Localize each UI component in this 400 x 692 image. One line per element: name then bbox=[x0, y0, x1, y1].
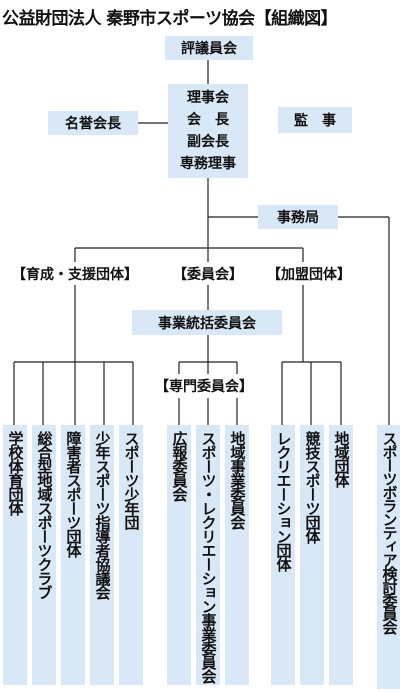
unit-box: スポーツ少年団 bbox=[119, 425, 143, 685]
board-line: 会 長 bbox=[187, 112, 229, 128]
council-box: 評議員会 bbox=[165, 36, 253, 60]
unit-box: 総合型地域スポーツクラブ bbox=[32, 425, 56, 685]
board-line: 専務理事 bbox=[180, 156, 236, 172]
unit-box: 地域団体 bbox=[329, 425, 353, 685]
board-line: 理事会 bbox=[187, 90, 229, 106]
unit-box: スポーツボランティア検討委員会 bbox=[377, 425, 400, 689]
unit-box: レクリエーション団体 bbox=[271, 425, 295, 685]
unified-committee-box: 事業統括委員会 bbox=[132, 310, 282, 335]
unit-box: 競技スポーツ団体 bbox=[300, 425, 324, 685]
group-committees-label: 【委員会】 bbox=[168, 262, 248, 285]
group-support-label: 【育成・支援団体】 bbox=[8, 262, 142, 285]
honorary-chair-box: 名誉会長 bbox=[48, 111, 138, 135]
board-box: 理事会 会 長 副会長 専務理事 bbox=[168, 84, 248, 178]
page-title: 公益財団法人 秦野市スポーツ協会【組織図】 bbox=[2, 9, 338, 29]
board-line: 副会長 bbox=[187, 134, 229, 150]
group-member-label: 【加盟団体】 bbox=[262, 262, 356, 285]
unit-box: 少年スポーツ指導者協議会 bbox=[90, 425, 114, 685]
secretariat-box: 事務局 bbox=[258, 205, 338, 229]
unit-box: 広報委員会 bbox=[167, 425, 191, 685]
unit-box: スポーツ・レクリエーション事業委員会 bbox=[196, 425, 220, 685]
unit-box: 地域事業委員会 bbox=[225, 425, 249, 685]
unit-box: 学校体育団体 bbox=[3, 425, 27, 685]
auditor-box: 監 事 bbox=[278, 107, 352, 133]
unit-box: 障害者スポーツ団体 bbox=[61, 425, 85, 685]
special-committees-label: 【専門委員会】 bbox=[148, 374, 260, 398]
